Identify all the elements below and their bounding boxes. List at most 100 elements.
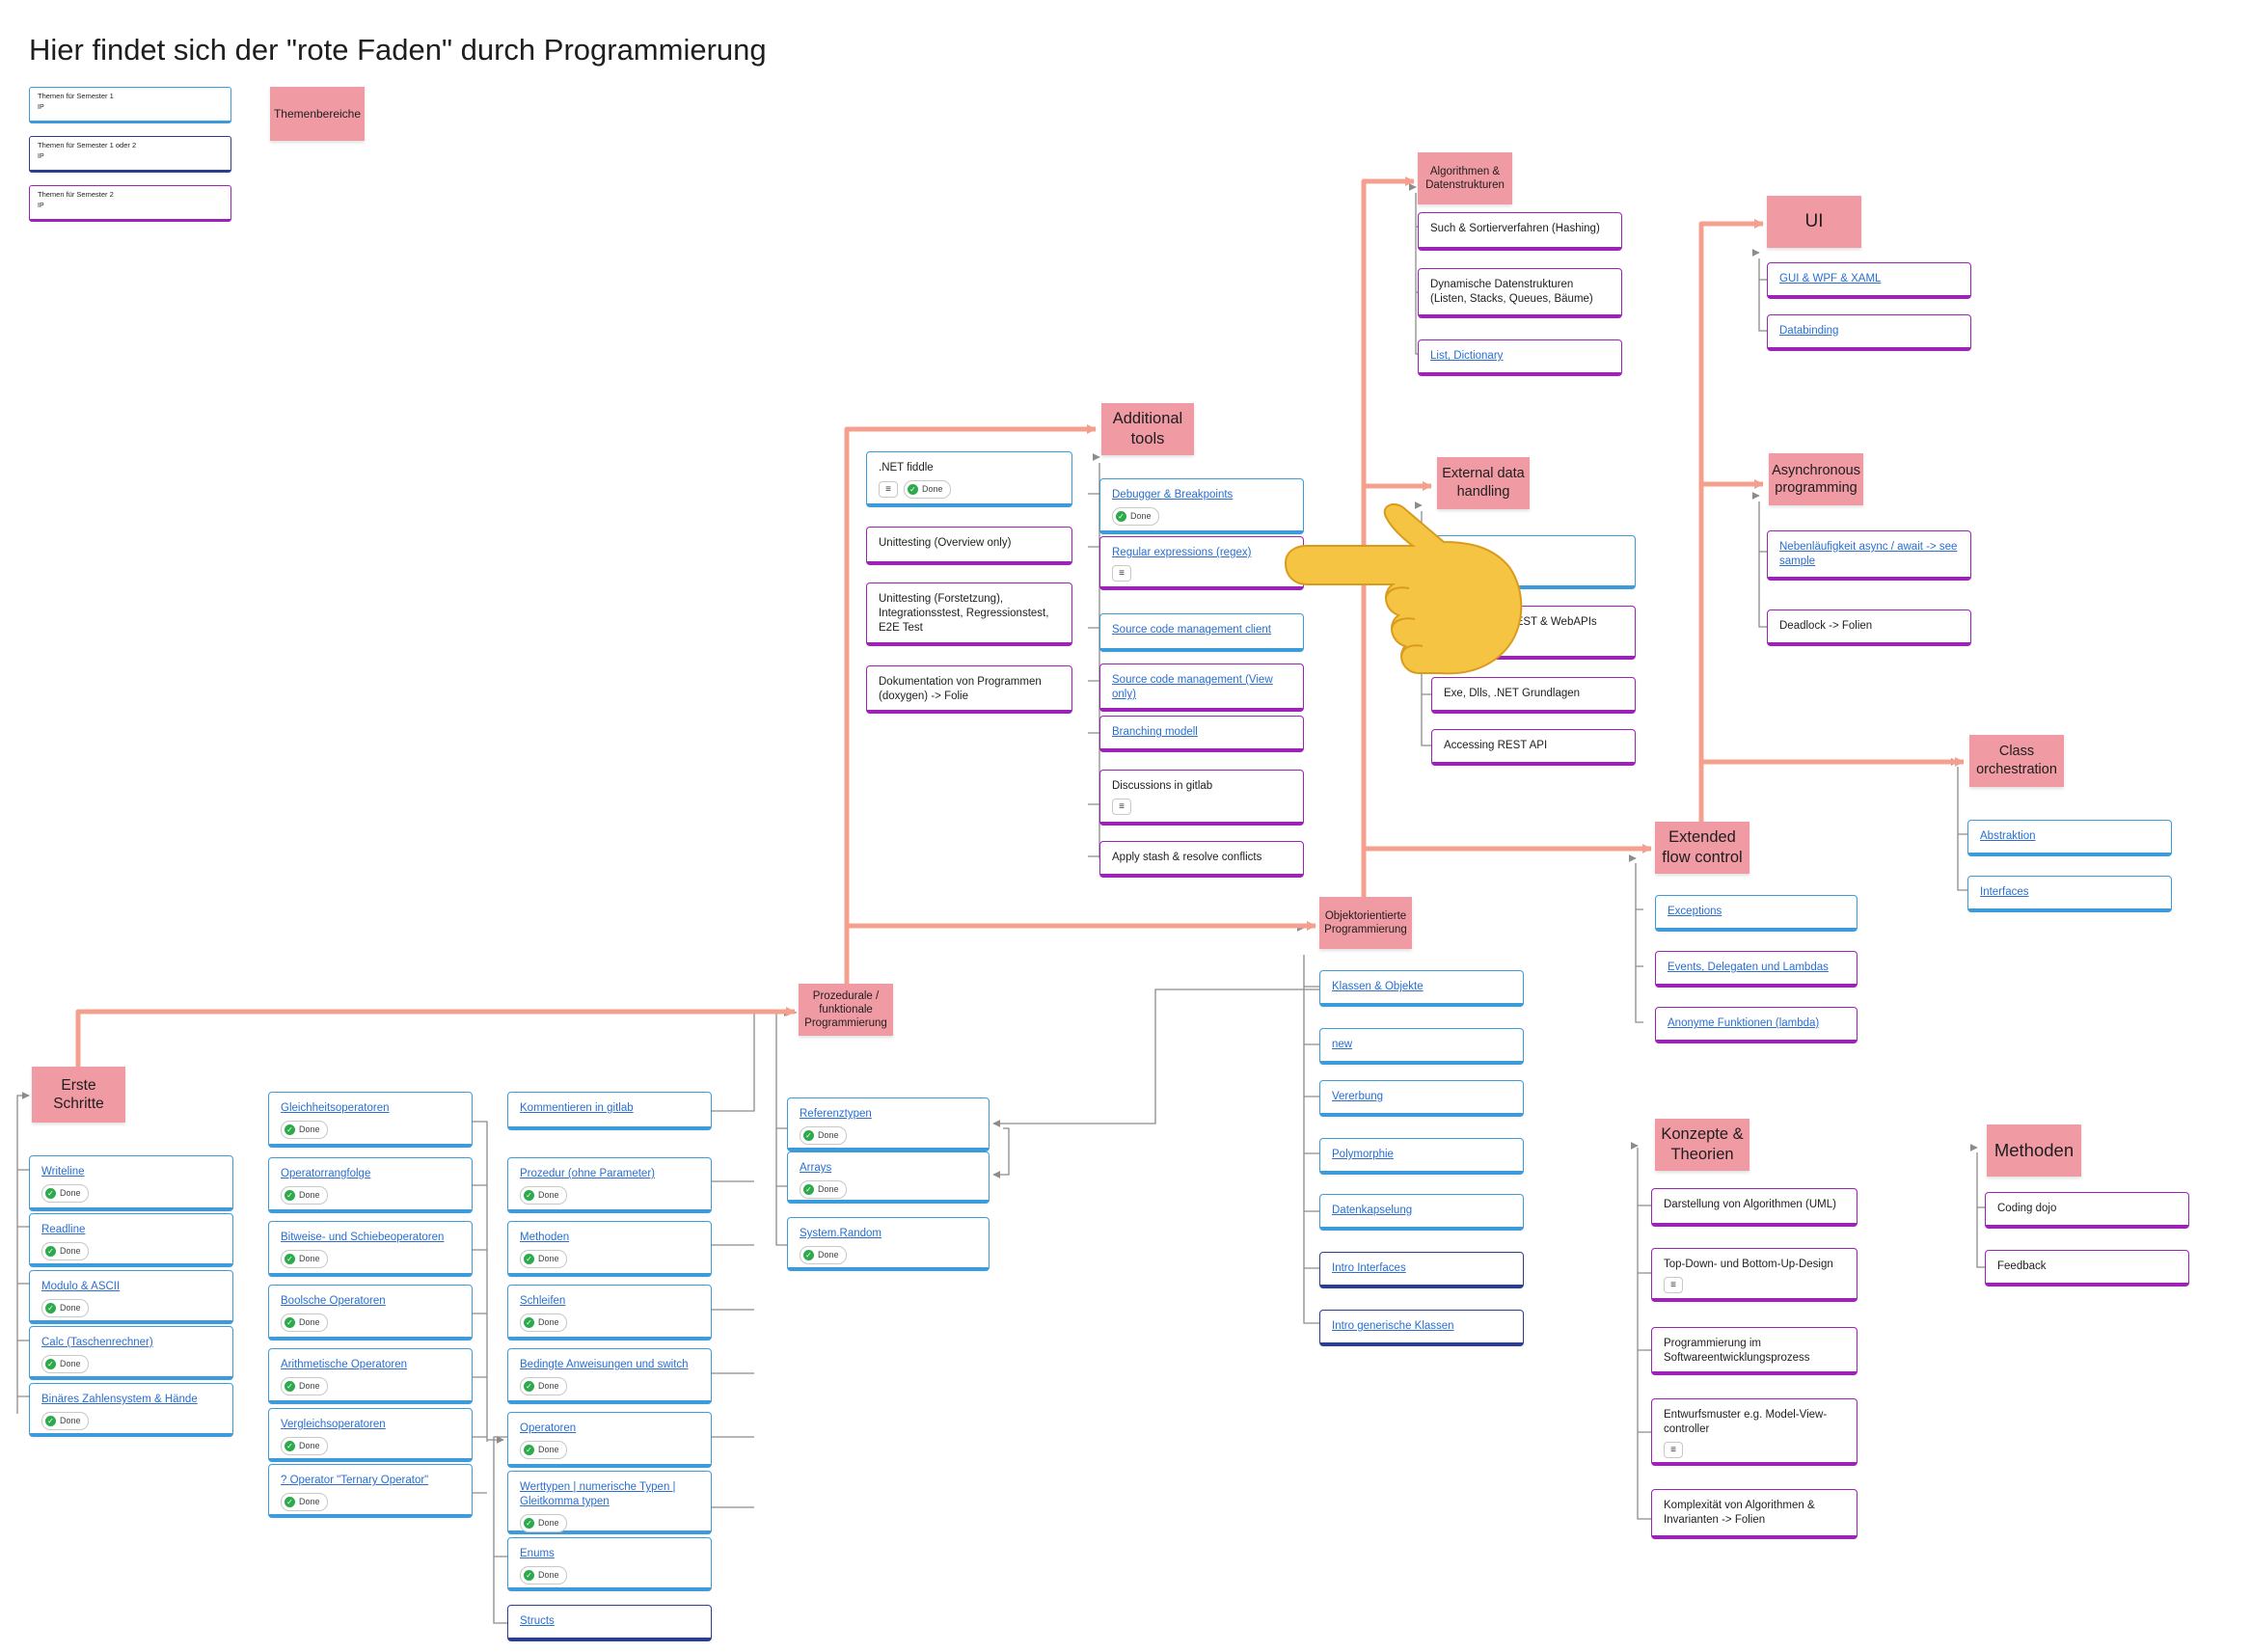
card-link[interactable]: Exceptions — [1668, 906, 1722, 917]
sticky-class-orchestration[interactable]: Class orchestration — [1969, 735, 2064, 787]
card-link[interactable]: List, Dictionary — [1430, 350, 1504, 362]
card-bedingte[interactable]: Bedingte Anweisungen und switch ✓Done — [507, 1348, 712, 1404]
card-deadlock[interactable]: Deadlock -> Folien — [1767, 609, 1971, 646]
card-link[interactable]: Databinding — [1779, 325, 1839, 337]
card-link[interactable]: Nebenläufigkeit async / await -> see sam… — [1779, 541, 1958, 567]
card-link[interactable]: Schleifen — [520, 1295, 566, 1307]
card-scm-client[interactable]: Source code management client — [1099, 613, 1304, 652]
legend-semester-2[interactable]: Themen für Semester 2 IP — [29, 185, 231, 222]
sticky-konzepte[interactable]: Konzepte & Theorien — [1655, 1119, 1749, 1171]
card-branching[interactable]: Branching modell — [1099, 716, 1304, 752]
card-link[interactable]: Structs — [520, 1615, 555, 1627]
card-link[interactable]: Referenztypen — [800, 1108, 872, 1120]
card-schleifen[interactable]: Schleifen ✓Done — [507, 1285, 712, 1341]
card-link[interactable]: Calc (Taschenrechner) — [41, 1337, 153, 1348]
card-structs[interactable]: Structs — [507, 1605, 712, 1641]
sticky-extended-flow[interactable]: Extended flow control — [1655, 822, 1749, 874]
card-top-down[interactable]: Top-Down- und Bottom-Up-Design ≡ — [1651, 1248, 1858, 1302]
card-vererbung[interactable]: Vererbung — [1319, 1080, 1524, 1117]
card-operatoren[interactable]: Operatoren ✓Done — [507, 1412, 712, 1468]
card-intro-generische[interactable]: Intro generische Klassen — [1319, 1310, 1524, 1346]
card-link[interactable]: Enums — [520, 1548, 555, 1559]
card-readline[interactable]: Readline ✓Done — [29, 1213, 233, 1267]
sticky-async[interactable]: Asynchronous programming — [1769, 453, 1863, 505]
card-link[interactable]: Binäres Zahlensystem & Hände — [41, 1394, 198, 1405]
card-link[interactable]: Arithmetische Operatoren — [281, 1359, 408, 1370]
card-link[interactable]: Interfaces — [1980, 886, 2029, 898]
sticky-algorithmen[interactable]: Algorithmen & Datenstrukturen — [1418, 152, 1512, 204]
card-link[interactable]: Prozedur (ohne Parameter) — [520, 1168, 655, 1179]
card-exe-dlls[interactable]: Exe, Dlls, .NET Grundlagen — [1431, 677, 1636, 714]
card-link[interactable]: Operatoren — [520, 1422, 577, 1434]
card-vergleichsoperatoren[interactable]: Vergleichsoperatoren ✓Done — [268, 1408, 473, 1462]
card-link[interactable]: Boolsche Operatoren — [281, 1295, 386, 1307]
card-klassen-objekte[interactable]: Klassen & Objekte — [1319, 970, 1524, 1007]
card-such-sortier[interactable]: Such & Sortierverfahren (Hashing) — [1418, 212, 1622, 251]
card-scm-view[interactable]: Source code management (View only) — [1099, 664, 1304, 712]
card-unittesting-fortsetzung[interactable]: Unittesting (Forstetzung), Integrationss… — [866, 582, 1072, 646]
sticky-methoden[interactable]: Methoden — [1987, 1124, 2081, 1177]
card-link[interactable]: Branching modell — [1112, 726, 1198, 738]
card-discussions[interactable]: Discussions in gitlab ≡ — [1099, 770, 1304, 826]
card-link[interactable]: Arrays — [800, 1162, 832, 1174]
card-link[interactable]: GUI & WPF & XAML — [1779, 273, 1882, 284]
card-link[interactable]: Intro generische Klassen — [1332, 1320, 1454, 1332]
card-link[interactable]: Polymorphie — [1332, 1149, 1394, 1160]
card-datenkapselung[interactable]: Datenkapselung — [1319, 1194, 1524, 1231]
sticky-additional-tools[interactable]: Additional tools — [1101, 403, 1194, 455]
card-debugger[interactable]: Debugger & Breakpoints ✓Done — [1099, 478, 1304, 534]
card-link[interactable]: System.Random — [800, 1228, 882, 1239]
card-enums[interactable]: Enums ✓Done — [507, 1537, 712, 1591]
card-calc[interactable]: Calc (Taschenrechner) ✓Done — [29, 1326, 233, 1380]
card-anonyme-funktionen[interactable]: Anonyme Funktionen (lambda) — [1655, 1007, 1858, 1043]
card-events-delegaten[interactable]: Events, Delegaten und Lambdas — [1655, 951, 1858, 988]
card-databinding[interactable]: Databinding — [1767, 314, 1971, 351]
card-arrays[interactable]: Arrays ✓Done — [787, 1151, 990, 1204]
card-link[interactable]: Events, Delegaten und Lambdas — [1668, 961, 1829, 973]
legend-sticky-themenbereiche[interactable]: Themenbereiche — [270, 87, 365, 141]
card-operatorrangfolge[interactable]: Operatorrangfolge ✓Done — [268, 1157, 473, 1213]
card-link[interactable]: Vergleichsoperatoren — [281, 1419, 386, 1430]
sticky-ui[interactable]: UI — [1767, 196, 1861, 248]
card-binaer[interactable]: Binäres Zahlensystem & Hände ✓Done — [29, 1383, 233, 1437]
card-link[interactable]: Operatorrangfolge — [281, 1168, 371, 1179]
card-link[interactable]: Regular expressions (regex) — [1112, 547, 1252, 558]
card-referenztypen[interactable]: Referenztypen ✓Done — [787, 1097, 990, 1151]
card-new[interactable]: new — [1319, 1028, 1524, 1065]
legend-semester-1-or-2[interactable]: Themen für Semester 1 oder 2 IP — [29, 136, 231, 173]
card-link[interactable]: Source code management (View only) — [1112, 674, 1273, 700]
sticky-oop[interactable]: Objektorientierte Programmierung — [1319, 897, 1412, 949]
card-boolsche[interactable]: Boolsche Operatoren ✓Done — [268, 1285, 473, 1341]
card-entwurfsmuster[interactable]: Entwurfsmuster e.g. Model-View-controlle… — [1651, 1398, 1858, 1466]
card-net-fiddle[interactable]: .NET fiddle ≡✓Done — [866, 451, 1072, 507]
card-prozedur[interactable]: Prozedur (ohne Parameter) ✓Done — [507, 1157, 712, 1213]
card-link[interactable]: Writeline — [41, 1166, 85, 1178]
card-uml[interactable]: Darstellung von Algorithmen (UML) — [1651, 1188, 1858, 1227]
card-bitweise[interactable]: Bitweise- und Schiebeoperatoren ✓Done — [268, 1221, 473, 1277]
card-link[interactable]: Klassen & Objekte — [1332, 981, 1424, 992]
card-link[interactable]: Werttypen | numerische Typen | Gleitkomm… — [520, 1481, 676, 1507]
card-interfaces[interactable]: Interfaces — [1967, 876, 2172, 912]
card-link[interactable]: Modulo & ASCII — [41, 1281, 121, 1292]
card-methoden[interactable]: Methoden ✓Done — [507, 1221, 712, 1277]
card-komplexitaet[interactable]: Komplexität von Algorithmen & Invariante… — [1651, 1489, 1858, 1539]
card-link[interactable]: Kommentieren in gitlab — [520, 1102, 634, 1114]
sticky-erste-schritte[interactable]: Erste Schritte — [32, 1067, 125, 1123]
card-link[interactable]: ? Operator "Ternary Operator" — [281, 1475, 429, 1486]
card-gleichheitsoperatoren[interactable]: Gleichheitsoperatoren ✓Done — [268, 1092, 473, 1148]
card-link[interactable]: Datenkapselung — [1332, 1205, 1413, 1216]
card-list-dictionary[interactable]: List, Dictionary — [1418, 339, 1622, 376]
card-accessing-rest[interactable]: Accessing REST API — [1431, 729, 1636, 766]
card-link[interactable]: Source code management client — [1112, 624, 1271, 636]
card-link[interactable]: Readline — [41, 1224, 86, 1235]
card-dynamische-datenstrukturen[interactable]: Dynamische Datenstrukturen (Listen, Stac… — [1418, 268, 1622, 318]
card-stash[interactable]: Apply stash & resolve conflicts — [1099, 841, 1304, 878]
card-kommentieren[interactable]: Kommentieren in gitlab — [507, 1092, 712, 1130]
card-regex[interactable]: Regular expressions (regex) ≡ — [1099, 536, 1304, 590]
card-link[interactable]: Intro Interfaces — [1332, 1262, 1406, 1274]
card-nebenlaeufigkeit[interactable]: Nebenläufigkeit async / await -> see sam… — [1767, 530, 1971, 581]
card-dokumentation[interactable]: Dokumentation von Programmen (doxygen) -… — [866, 665, 1072, 714]
card-intro-interfaces[interactable]: Intro Interfaces — [1319, 1252, 1524, 1288]
card-unittesting-overview[interactable]: Unittesting (Overview only) — [866, 527, 1072, 565]
card-link[interactable]: Anonyme Funktionen (lambda) — [1668, 1017, 1820, 1029]
